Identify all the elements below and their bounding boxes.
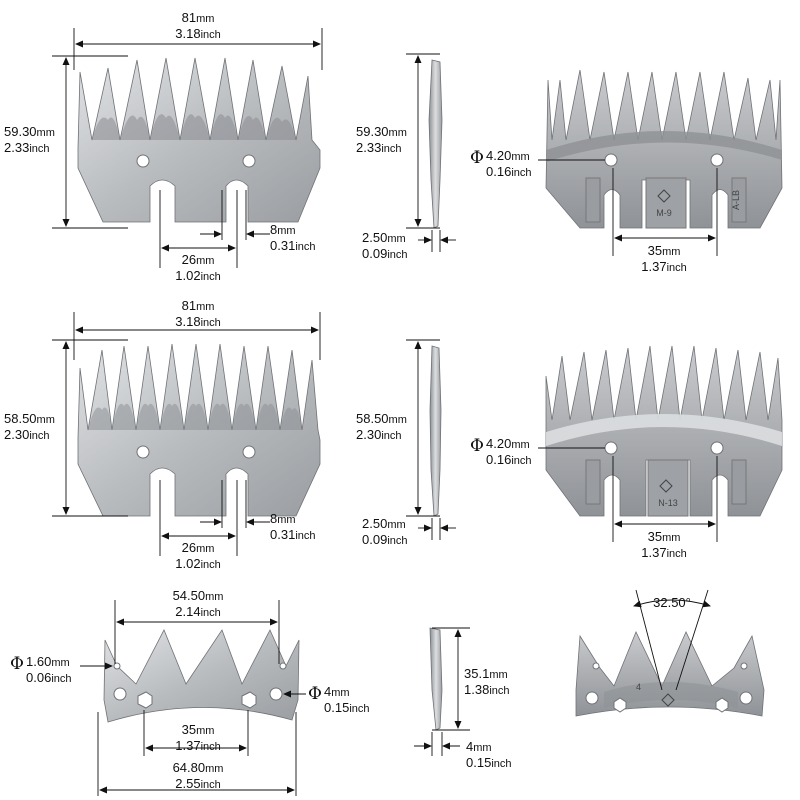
diamond-logo-icon	[657, 189, 671, 203]
comb-2-back-hole-left	[604, 441, 618, 455]
cutter-back-hole-right	[739, 691, 753, 705]
comb-2-hole-left	[136, 445, 150, 459]
comb-1-stamp-code: M-9	[656, 208, 672, 218]
cutter-back-hollow	[604, 682, 738, 708]
comb-1-back-hole-left	[604, 153, 618, 167]
comb-2-front	[77, 343, 321, 517]
diameter-icon: Φ	[470, 148, 484, 168]
comb-2-hole-right	[242, 445, 256, 459]
cutter-side	[429, 627, 443, 731]
cutter-small-hole-right	[279, 662, 287, 670]
diameter-icon: Φ	[470, 436, 484, 456]
cutter-hex-hole-right	[241, 691, 257, 709]
cutter-back: 4	[575, 631, 765, 717]
comb-2-back-hole-right	[710, 441, 724, 455]
diameter-icon: Φ	[308, 684, 322, 704]
comb-2-back: N-13	[545, 345, 783, 517]
comb-1-back-stamp-plate	[645, 177, 687, 229]
comb-1-back: M-9 A-LB	[545, 69, 783, 229]
comb-1-back-hole-right	[710, 153, 724, 167]
cutter-side-profile	[429, 627, 443, 731]
cutter-stamp-code: 4	[636, 682, 641, 692]
cutter-hex-hole-left	[137, 691, 153, 709]
diamond-logo-icon	[659, 479, 673, 493]
comb-2-back-stamp-plate	[647, 459, 689, 517]
cutter-hole-left	[113, 687, 127, 701]
cutter-front	[103, 629, 300, 723]
comb-1-back-plate-left	[585, 177, 601, 223]
comb-2-stamp-code: N-13	[658, 498, 678, 508]
cutter-back-hex-right	[715, 697, 729, 713]
comb-1-side	[428, 59, 443, 229]
comb-2-tooth-shading	[88, 403, 302, 430]
comb-2-back-plate-right	[731, 459, 747, 505]
comb-1-back-plate-right	[731, 177, 747, 223]
diameter-icon: Φ	[10, 654, 24, 674]
dimension-lines	[52, 28, 718, 796]
cutter-back-hole-left	[585, 691, 599, 705]
cutter-back-small-hole-left	[592, 662, 600, 670]
comb-1-stamp-side: A-LB	[731, 190, 741, 210]
comb-2-back-plate-left	[585, 459, 601, 505]
diamond-logo-icon	[661, 693, 675, 707]
cutter-back-small-hole-right	[740, 662, 748, 670]
comb-1-hole-left	[136, 154, 150, 168]
comb-2-side	[429, 345, 442, 517]
row3-angle-label: 32.50°	[653, 595, 691, 610]
comb-1-tooth-shading	[92, 114, 296, 140]
cutter-back-hex-left	[613, 697, 627, 713]
comb-1-back-band	[546, 131, 782, 162]
comb-1-front	[77, 57, 321, 223]
cutter-hole-right	[269, 687, 283, 701]
comb-2-back-band	[546, 414, 782, 446]
comb-1-side-profile	[428, 59, 443, 229]
comb-2-side-profile	[429, 345, 442, 517]
comb-1-hole-right	[242, 154, 256, 168]
cutter-small-hole-left	[113, 662, 121, 670]
cutter-body	[103, 629, 300, 723]
